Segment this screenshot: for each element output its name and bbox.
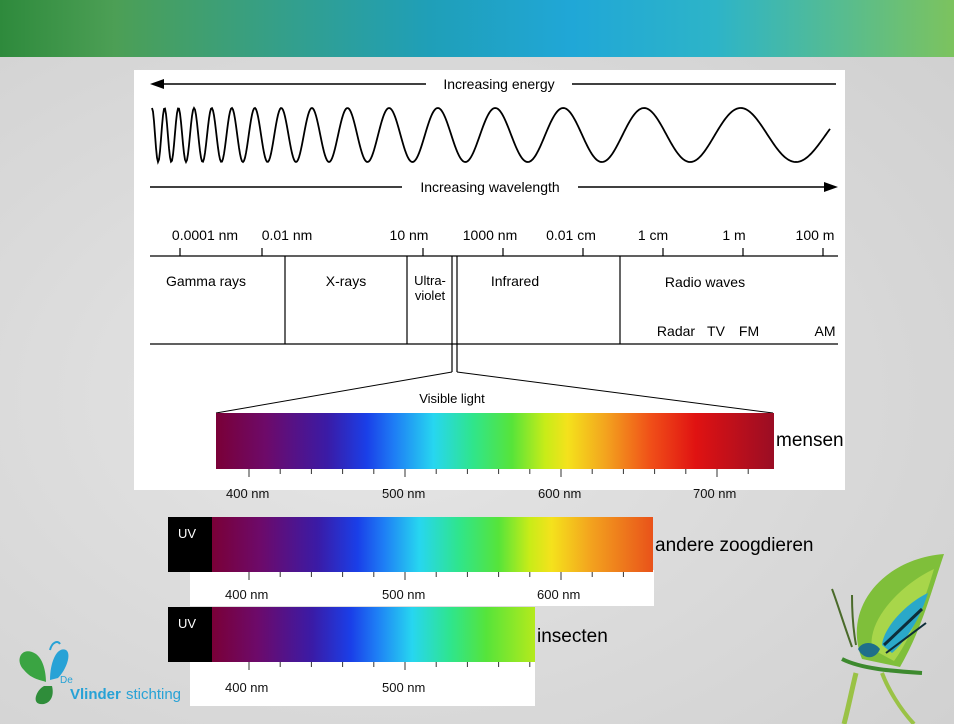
- header-bar: [0, 0, 954, 57]
- region-uv-line1: Ultra-: [414, 273, 446, 288]
- mammals-tick-500: 500 nm: [382, 587, 426, 602]
- insects-panel: [190, 662, 535, 706]
- scale-ticks: [179, 248, 824, 256]
- humans-tick-500: 500 nm: [382, 486, 426, 501]
- insects-tick-400: 400 nm: [225, 680, 269, 695]
- spectrum-insects: [212, 607, 535, 662]
- scale-label: 0.01 nm: [262, 227, 313, 243]
- region-dividers: [284, 256, 621, 372]
- scale-label: 1000 nm: [463, 227, 517, 243]
- logo-butterfly-icon: [19, 641, 69, 705]
- insects-label: insecten: [537, 626, 608, 647]
- mammals-tick-400: 400 nm: [225, 587, 269, 602]
- spectrum-humans: [216, 413, 774, 469]
- scale-label: 1 m: [722, 227, 745, 243]
- humans-label: mensen: [776, 430, 844, 451]
- region-xray: X-rays: [326, 273, 366, 289]
- spectrum-mammals: [212, 517, 653, 572]
- scale-label: 0.01 cm: [546, 227, 596, 243]
- wave-curve: [151, 106, 831, 165]
- scale-label: 10 nm: [390, 227, 429, 243]
- insects-uv-box: UV: [168, 607, 212, 662]
- mammals-tick-600: 600 nm: [537, 587, 581, 602]
- insects-tick-500: 500 nm: [382, 680, 426, 695]
- butterfly-photo-icon: [831, 554, 944, 724]
- expand-line-left: [215, 371, 453, 414]
- mammals-uv-box: UV: [168, 517, 212, 572]
- radio-band-tv: TV: [707, 323, 726, 339]
- humans-tick-700: 700 nm: [693, 486, 737, 501]
- visible-light-label: Visible light: [419, 391, 485, 406]
- humans-tick-600: 600 nm: [538, 486, 582, 501]
- radio-band-am: AM: [815, 323, 836, 339]
- radio-band-fm: FM: [739, 323, 759, 339]
- logo[interactable]: De Vlinder stichting: [14, 640, 214, 710]
- logo-name-bold: Vlinder: [70, 686, 121, 703]
- logo-name-rest: stichting: [126, 686, 182, 703]
- radio-band-radar: Radar: [657, 323, 695, 339]
- energy-arrow-head: [150, 79, 164, 89]
- region-gamma: Gamma rays: [166, 273, 246, 289]
- expand-line-right: [456, 371, 774, 414]
- region-radio: Radio waves: [665, 274, 745, 290]
- mammals-uv-label: UV: [178, 526, 197, 541]
- region-infrared: Infrared: [491, 273, 539, 289]
- insects-uv-label: UV: [178, 616, 197, 631]
- mammals-panel: [190, 570, 654, 606]
- energy-label: Increasing energy: [443, 76, 554, 92]
- mammals-label: andere zoogdieren: [655, 535, 814, 556]
- wavelength-label: Increasing wavelength: [420, 179, 559, 195]
- humans-tick-400: 400 nm: [226, 486, 270, 501]
- scale-label: 1 cm: [638, 227, 668, 243]
- wavelength-arrow-head: [824, 182, 838, 192]
- logo-prefix: De: [60, 675, 73, 686]
- region-uv-line2: violet: [415, 288, 446, 303]
- scale-label: 0.0001 nm: [172, 227, 238, 243]
- scale-label: 100 m: [796, 227, 835, 243]
